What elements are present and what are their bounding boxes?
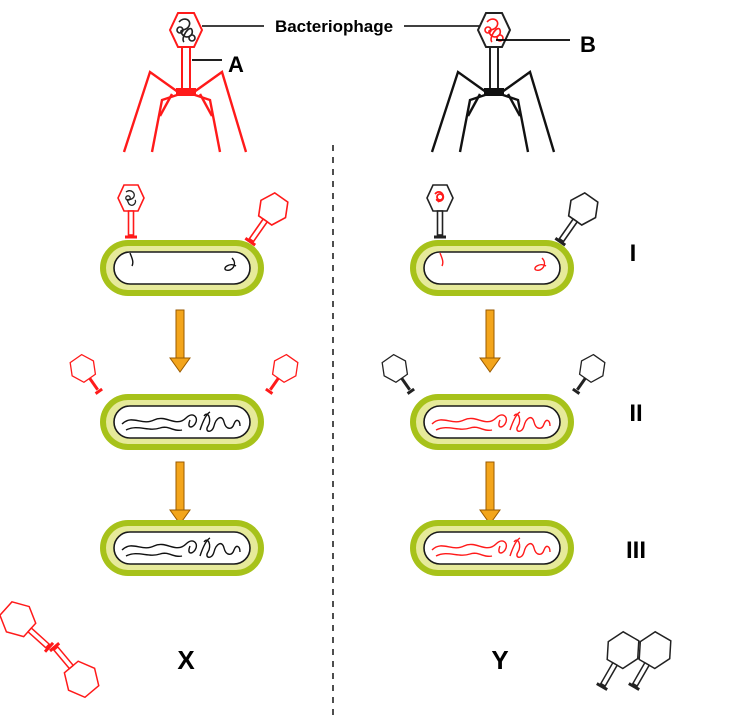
progeny-phage-red-2-icon (49, 642, 100, 699)
progeny-phage-red-1-icon (0, 600, 55, 653)
progeny-phage-black-2-icon (628, 630, 672, 691)
experiment-label-x: X (177, 645, 195, 675)
cell-x-stage-1 (99, 239, 265, 297)
progeny-phage-black-1-icon (596, 630, 640, 691)
stage-label-2: II (629, 400, 642, 427)
arrow-y-2-to-3 (479, 461, 501, 525)
stage-label-3: III (626, 537, 646, 564)
empty-coat-red-right-icon (256, 349, 305, 401)
arrow-y-1-to-2 (479, 309, 501, 373)
empty-coat-red-left-icon (63, 349, 112, 401)
cell-y-stage-1 (409, 239, 575, 297)
phage-red-dna-icon (430, 12, 556, 153)
cell-y-stage-3 (409, 519, 575, 577)
empty-coat-black-left-icon (375, 349, 424, 401)
phage-black-attached-icon (426, 184, 454, 239)
phage-red-protein-icon (122, 12, 248, 153)
bacteriophage-label: Bacteriophage (275, 17, 393, 36)
cell-y-stage-2 (409, 393, 575, 451)
phage-black-attached-empty-icon (554, 191, 599, 247)
phage-red-attached-empty-icon (244, 191, 289, 247)
label-a: A (228, 52, 244, 77)
arrow-x-2-to-3 (169, 461, 191, 525)
empty-coat-black-right-icon (563, 349, 612, 401)
experiment-label-y: Y (491, 645, 508, 675)
phage-red-attached-icon (117, 184, 145, 239)
cell-x-stage-3 (99, 519, 265, 577)
label-b: B (580, 32, 596, 57)
stage-label-1: I (630, 240, 637, 267)
cell-x-stage-2 (99, 393, 265, 451)
arrow-x-1-to-2 (169, 309, 191, 373)
